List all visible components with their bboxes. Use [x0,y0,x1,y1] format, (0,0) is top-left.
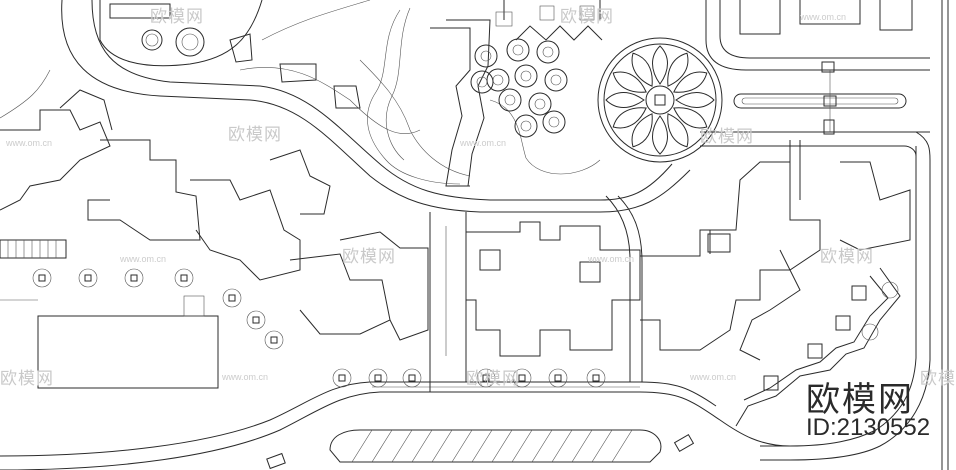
tree-plaza [470,38,568,138]
tree-canopy [544,68,568,92]
watermark-url: www.om.cn [799,12,846,22]
tree-trunk [548,116,560,128]
watermark-url: www.om.cn [119,254,166,264]
tree-canopy [536,40,560,64]
inner-paths [429,140,801,392]
plaza-paving [495,0,603,41]
lotus-petal [673,107,708,129]
tree-pit [586,368,606,388]
tree-pit-grate [338,374,346,382]
tree-pit [548,368,568,388]
lotus-petal [667,113,689,148]
watermark-mark: 欧模网 [560,7,614,27]
lotus-petal [612,107,647,129]
tree-pit-grate [84,274,92,282]
tree-pit [476,368,496,388]
lotus-petal [631,52,653,87]
tree-pit-grate [408,374,416,382]
lotus-petal [667,52,689,87]
lotus-petal [612,71,647,93]
tree-canopy [514,64,538,88]
watermark-url: www.om.cn [459,138,506,148]
watermark-mark: 欧模网 [150,7,204,27]
watermark-url: www.om.cn [689,372,736,382]
tree-trunk [476,76,488,88]
tree-pit [512,368,532,388]
tree-pit [332,368,352,388]
lotus-plaza [597,37,723,163]
tree-canopy [470,70,494,94]
model-id-label: ID:2130552 [806,414,931,441]
tree-canopy [486,68,510,92]
watermark-mark: 欧模网 [700,127,754,147]
tree-trunk [512,44,524,56]
tree-pit-grate [518,374,526,382]
tree-trunk [550,74,562,86]
lotus-petal [652,45,668,85]
parked-cars [266,433,695,470]
watermark-mark: 欧模网 [228,125,282,145]
tree-pit-grate [38,274,46,282]
tree-pit [368,368,388,388]
east-road [700,0,949,470]
stepped-garden [735,267,901,427]
tree-pit-grate [592,374,600,382]
lotus-petal [673,71,708,93]
south-road [0,381,791,470]
watermark-url: www.om.cn [221,372,268,382]
tree-trunk [504,94,516,106]
garden-area [99,0,471,177]
lotus-petal [605,92,645,108]
tree-trunk [542,46,554,58]
tree-canopy [498,88,522,112]
tree-pit [246,310,266,330]
tree-canopy [542,110,566,134]
tree-trunk [520,120,532,132]
lotus-petal [675,92,715,108]
tree-pits [32,268,606,388]
tree-pit [124,268,144,288]
main-road [0,0,691,213]
tree-canopy [474,44,498,68]
watermark-mark: 欧模网 [820,247,874,267]
tree-pit-grate [228,294,236,302]
watermark-mark: 欧模网 [0,369,54,389]
sports-court [0,239,219,389]
tree-trunk [520,70,532,82]
brand-watermark: 欧模网 [806,380,914,420]
watermark-url: www.om.cn [5,138,52,148]
watermark-mark: 欧模网 [342,247,396,267]
lotus-petal [631,113,653,148]
tree-pit [78,268,98,288]
tree-pit-grate [374,374,382,382]
watermark-mark: 欧模网 [920,369,956,389]
tree-pit-grate [482,374,490,382]
tree-pit [264,330,284,350]
tree-canopy [514,114,538,138]
buildings [0,0,913,361]
tree-pit-grate [554,374,562,382]
tree-pit [174,268,194,288]
tree-canopy [528,92,552,116]
winding-walk [367,7,601,187]
tree-trunk [492,74,504,86]
tree-pit [32,268,52,288]
watermark-url: www.om.cn [587,254,634,264]
tree-pit-grate [252,316,260,324]
tree-canopy [506,38,530,62]
tree-pit-grate [270,336,278,344]
tree-trunk [534,98,546,110]
tree-trunk [480,50,492,62]
lotus-petal [652,115,668,155]
tree-pit [222,288,242,308]
watermark-mark: 欧模网 [466,369,520,389]
axis-strip [733,61,907,135]
tree-pit [402,368,422,388]
watermark-layer: 欧模网 欧模网 www.om.cn 欧模网 www.om.cn 欧模网 www.… [0,7,956,389]
tree-pit-grate [180,274,188,282]
tree-pit-grate [130,274,138,282]
